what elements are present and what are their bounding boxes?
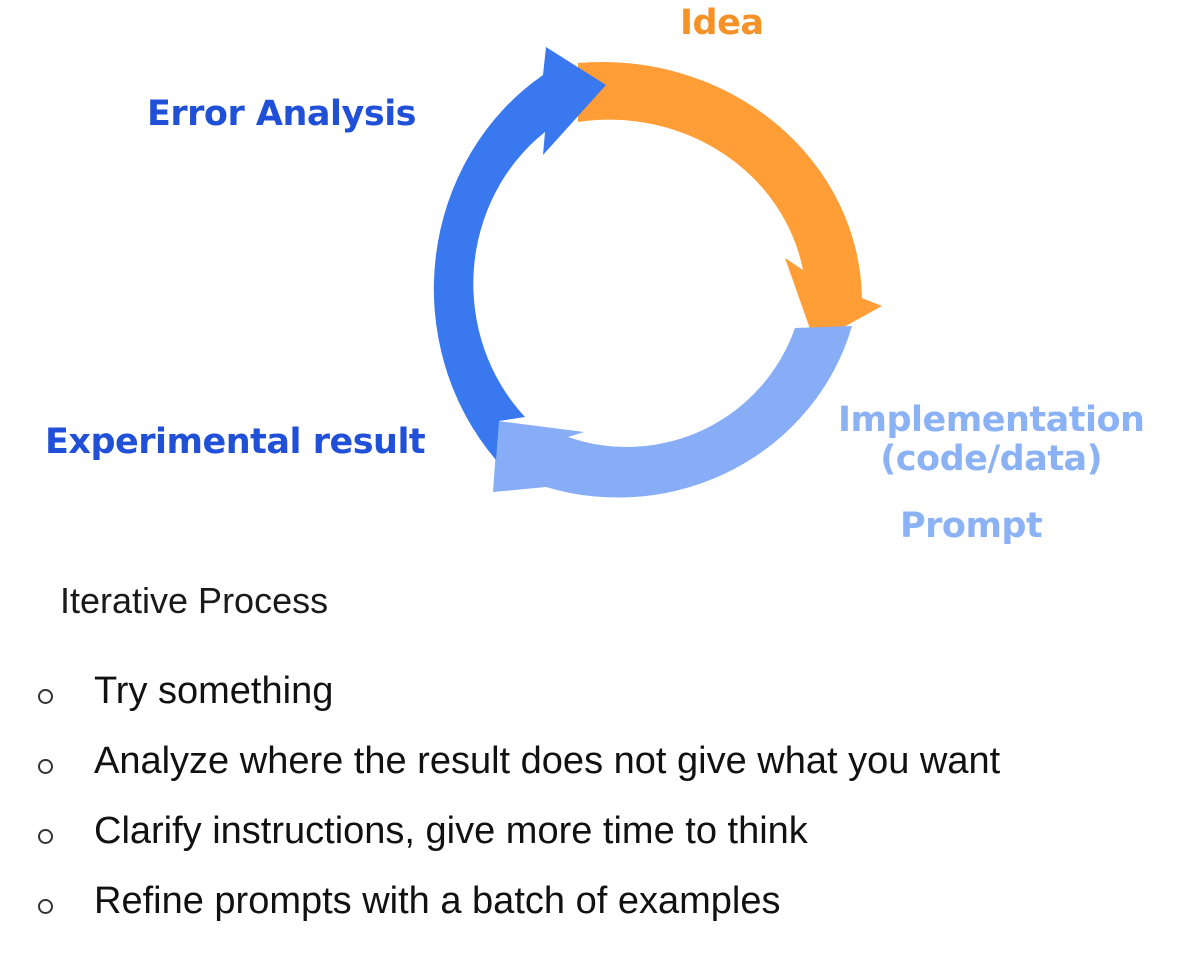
process-title: Iterative Process <box>60 580 329 621</box>
result-to-idea-arrow <box>433 47 606 460</box>
list-item: Try something <box>34 656 1000 726</box>
prompt-label: Prompt <box>900 506 1043 546</box>
experimental-result-label: Experimental result <box>45 422 426 462</box>
list-item: Clarify instructions, give more time to … <box>34 796 1000 866</box>
hollow-bullet-icon <box>38 898 53 914</box>
hollow-bullet-icon <box>38 828 53 844</box>
list-item: Analyze where the result does not give w… <box>34 726 1000 796</box>
implementation-to-result-arrow <box>493 326 852 498</box>
step-text: Clarify instructions, give more time to … <box>94 809 808 852</box>
step-text: Analyze where the result does not give w… <box>94 739 1001 782</box>
process-steps-list: Try something Analyze where the result d… <box>34 656 1000 936</box>
error-analysis-label: Error Analysis <box>147 94 417 134</box>
step-text: Refine prompts with a batch of examples <box>94 879 781 922</box>
step-text: Try something <box>94 669 334 712</box>
implementation-label: Implementation (code/data) <box>838 400 1145 479</box>
hollow-bullet-icon <box>38 688 53 704</box>
list-item: Refine prompts with a batch of examples <box>34 866 1000 936</box>
idea-to-implementation-arrow <box>578 61 882 344</box>
idea-label: Idea <box>680 3 764 43</box>
hollow-bullet-icon <box>38 758 53 774</box>
implementation-label-line-1: Implementation <box>838 400 1145 440</box>
implementation-label-line-2: (code/data) <box>880 438 1103 479</box>
iterative-cycle-diagram <box>433 47 882 498</box>
